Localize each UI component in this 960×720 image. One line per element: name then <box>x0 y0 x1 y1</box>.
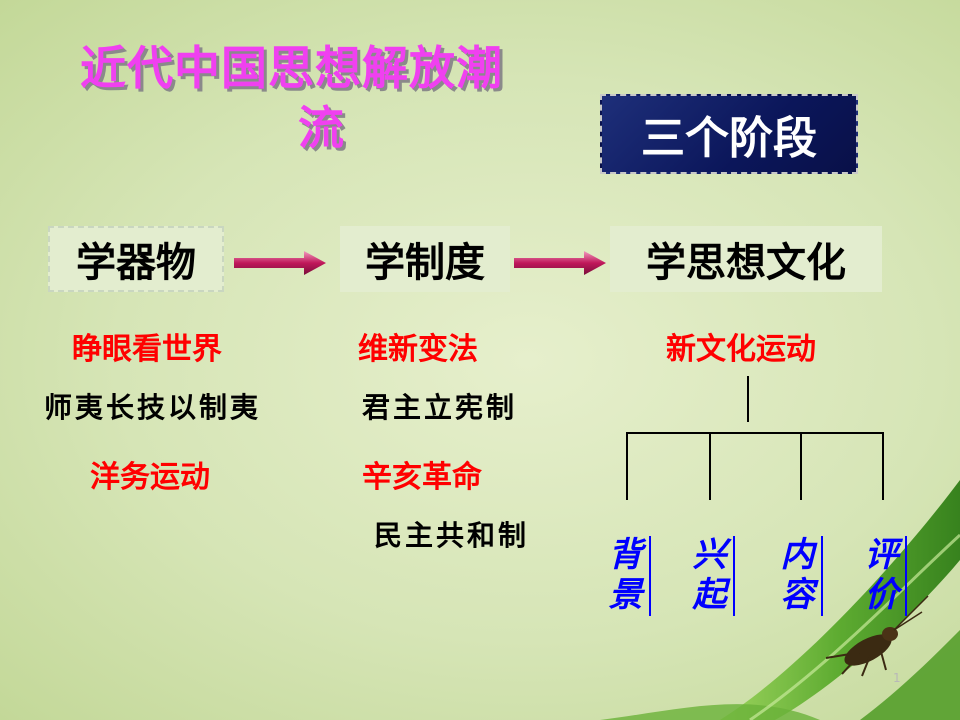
item-new-culture-movement: 新文化运动 <box>666 332 816 367</box>
leaf-decoration <box>600 480 960 720</box>
flow-stage-1: 学器物 <box>48 226 224 292</box>
item-westernization-movement: 洋务运动 <box>90 460 210 495</box>
page-number: 1 <box>893 671 901 685</box>
tree-stem <box>747 376 749 422</box>
page-title-line-2: 流 <box>298 101 345 155</box>
insect-icon <box>825 595 929 677</box>
item-eye-opening: 睁眼看世界 <box>72 332 222 367</box>
note-democratic-republic: 民主共和制 <box>374 519 530 552</box>
item-reform-movement: 维新变法 <box>358 332 478 367</box>
tree-branch-bar <box>626 432 884 434</box>
branch-content: 内容 <box>770 536 823 616</box>
arrow-right-icon <box>514 251 606 275</box>
branch-evaluation: 评价 <box>854 536 907 616</box>
page-title-line-1: 近代中国思想解放潮 <box>80 41 503 95</box>
tree-branch-line <box>626 432 628 500</box>
note-constitutional-monarchy: 君主立宪制 <box>362 391 518 424</box>
stages-label-box: 三个阶段 <box>600 94 858 174</box>
tree-branch-line <box>709 432 711 500</box>
flow-stage-2: 学制度 <box>340 226 510 292</box>
tree-branch-line <box>882 432 884 500</box>
item-xinhai-revolution: 辛亥革命 <box>362 460 482 495</box>
branch-background: 背景 <box>598 536 651 616</box>
note-learn-from-west: 师夷长技以制夷 <box>44 391 262 424</box>
branch-rise: 兴起 <box>682 536 735 616</box>
tree-branch-line <box>800 432 802 500</box>
arrow-right-icon <box>234 251 326 275</box>
flow-stage-3: 学思想文化 <box>610 226 882 292</box>
